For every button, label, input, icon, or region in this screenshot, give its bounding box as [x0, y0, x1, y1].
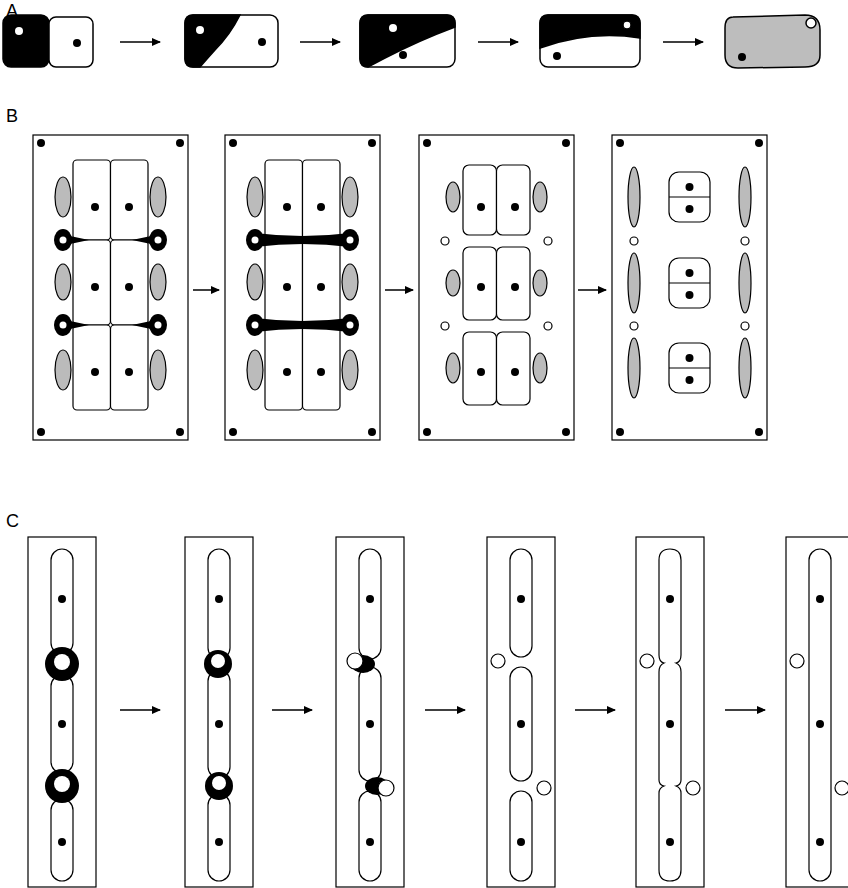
fusion-sequence-c: [28, 537, 848, 887]
fusion-sequence-a: [3, 15, 820, 68]
fusion-sequence-b: [33, 135, 767, 440]
panel-letter: A: [6, 1, 18, 21]
panel-letter: B: [6, 106, 18, 126]
panel-letter: C: [6, 511, 19, 531]
step-arrows-b: [193, 289, 606, 291]
step-arrows-c: [120, 709, 765, 711]
step-arrows-a: [120, 41, 703, 43]
